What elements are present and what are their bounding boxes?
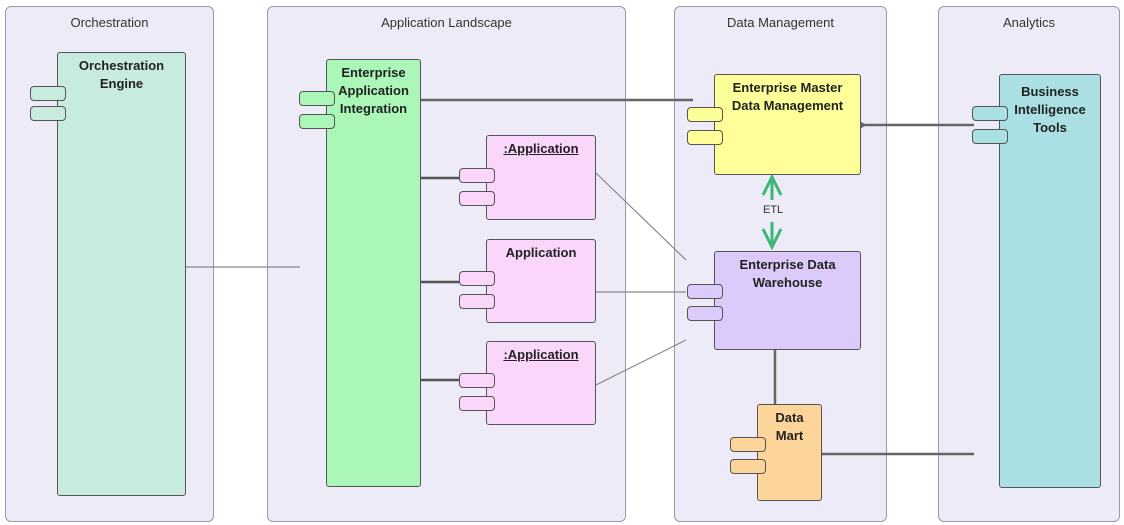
component-port-icon [299,91,335,106]
data-mart-component[interactable]: Data Mart [757,404,822,501]
component-port-icon [299,114,335,129]
component-port-icon [459,373,495,388]
component-port-icon [972,106,1008,121]
component-port-icon [730,459,766,474]
application-component-3[interactable]: :Application [486,341,596,425]
component-label: :Application [503,141,579,156]
lane-title: Orchestration [70,15,149,30]
lane-title: Data Management [727,15,834,30]
component-port-icon [972,129,1008,144]
data-warehouse-component[interactable]: Enterprise Data Warehouse [714,251,861,350]
component-label: :Application [503,347,579,362]
component-label: Enterprise Master Data Management [731,80,844,113]
orchestration-engine-component[interactable]: Orchestration Engine [57,52,186,496]
component-label: Business Intelligence Tools [1014,84,1086,135]
component-label: Enterprise Data Warehouse [739,257,836,290]
enterprise-application-integration-component[interactable]: Enterprise Application Integration [326,59,421,487]
link-application-3-warehouse [595,339,687,386]
component-label: Orchestration Engine [78,58,165,91]
business-intelligence-tools-component[interactable]: Business Intelligence Tools [999,74,1101,488]
link-application-1-warehouse [595,172,687,261]
component-label: Application [505,245,577,260]
component-port-icon [687,306,723,321]
component-port-icon [30,86,66,101]
etl-arrow [761,173,783,251]
component-port-icon [459,191,495,206]
component-port-icon [687,130,723,145]
component-port-icon [459,396,495,411]
master-data-management-component[interactable]: Enterprise Master Data Management [714,74,861,175]
application-component-2[interactable]: Application [486,239,596,323]
lane-title: Application Landscape [381,15,512,30]
component-label: Enterprise Application Integration [338,65,409,116]
component-port-icon [687,284,723,299]
component-port-icon [459,168,495,183]
application-component-1[interactable]: :Application [486,135,596,220]
component-port-icon [30,106,66,121]
component-port-icon [687,107,723,122]
component-port-icon [730,437,766,452]
component-label: Data Mart [775,410,804,443]
component-port-icon [459,271,495,286]
component-port-icon [459,294,495,309]
etl-label: ETL [763,204,784,216]
lane-title: Analytics [1002,15,1056,30]
